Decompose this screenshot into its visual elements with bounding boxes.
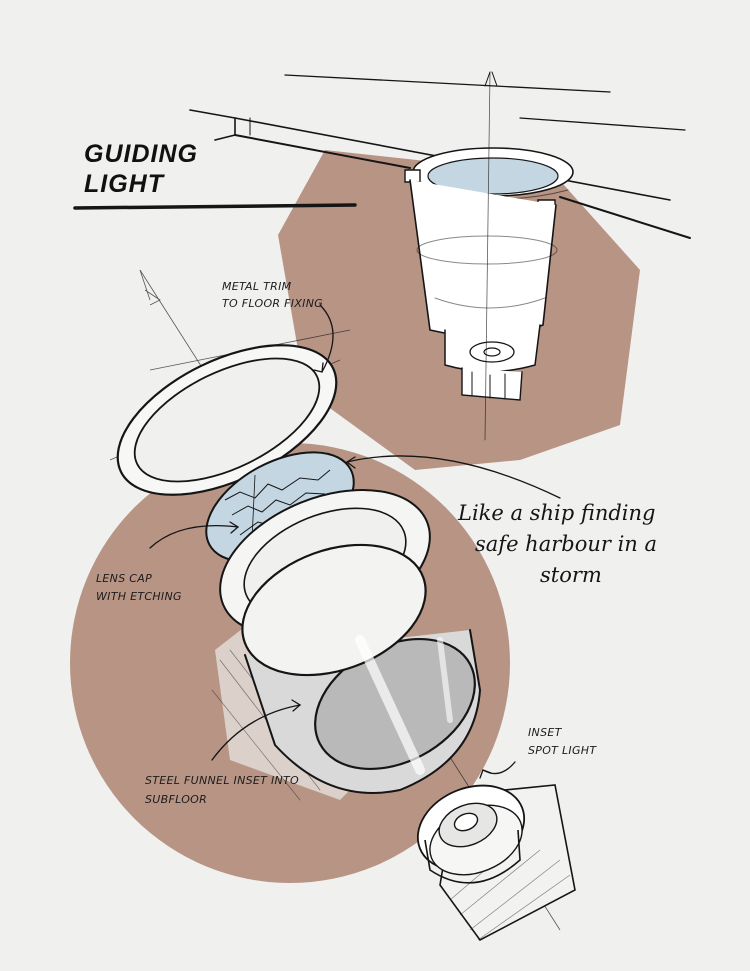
- label-funnel-1: STEEL FUNNEL INSET INTO: [145, 774, 300, 787]
- label-lens-cap-2: WITH ETCHING: [96, 590, 182, 603]
- leader-quote: [346, 455, 561, 499]
- label-spot-light-1: INSET: [528, 726, 562, 739]
- label-lens-cap-1: LENS CAP: [96, 572, 153, 585]
- title-underline: [73, 203, 357, 210]
- quote-line-2: safe harbour in a: [475, 532, 658, 556]
- title-line-2: LIGHT: [84, 170, 164, 198]
- label-metal-trim-1: METAL TRIM: [222, 280, 292, 293]
- inset-spot-light: [416, 784, 576, 942]
- installed-fixture: [404, 71, 574, 441]
- leader-metal-trim: [319, 304, 334, 373]
- steel-funnel: [211, 488, 482, 801]
- quote-line-1: Like a ship finding: [458, 501, 656, 525]
- label-spot-light-2: SPOT LIGHT: [528, 744, 597, 757]
- leader-lens-cap: [149, 524, 239, 549]
- label-metal-trim-2: TO FLOOR FIXING: [222, 297, 324, 310]
- quote-line-3: storm: [540, 563, 602, 587]
- leader-funnel: [211, 704, 301, 761]
- annotation-leaders: [73, 203, 561, 779]
- title-line-1: GUIDING: [84, 140, 198, 168]
- label-funnel-2: SUBFLOOR: [145, 793, 208, 806]
